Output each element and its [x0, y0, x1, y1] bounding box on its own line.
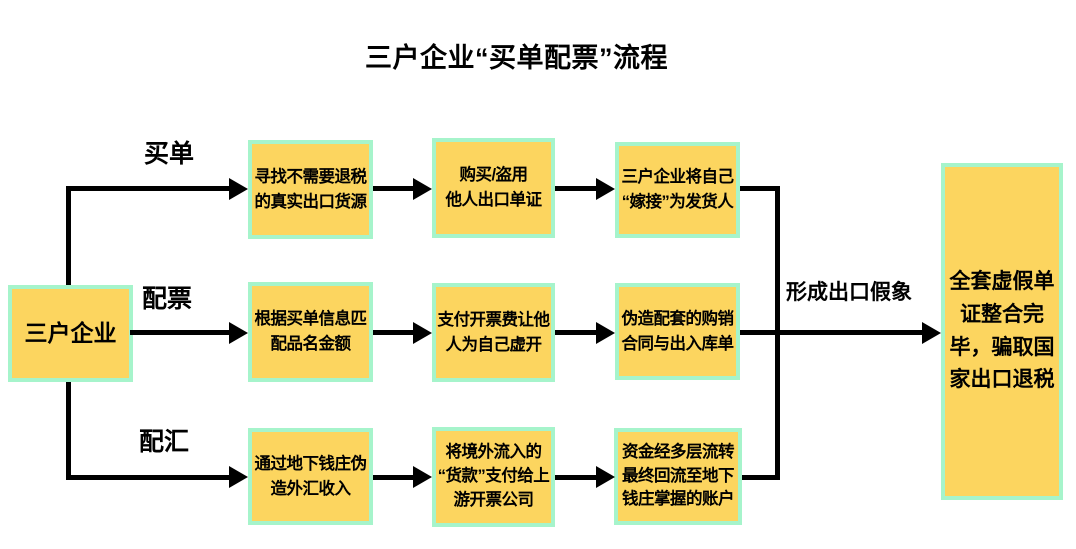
arrowhead-branch1-icon — [229, 178, 248, 200]
connector-branch1-horizontal — [66, 186, 229, 191]
arrowhead-branch3-icon — [229, 466, 248, 488]
step-box-row1-col1: 寻找不需要退税 的真实出口货源 — [248, 140, 373, 239]
connector-branch2-horizontal — [130, 330, 229, 335]
connector-row2-b — [555, 330, 596, 335]
connector-row2-a — [373, 330, 413, 335]
arrowhead-row3-b-icon — [596, 466, 615, 488]
diagram-title: 三户企业“买单配票”流程 — [365, 43, 668, 73]
step-box-row2-col2: 支付开票费让他 人为自己虚开 — [432, 283, 555, 382]
connector-row1-a — [373, 186, 413, 191]
arrowhead-row3-a-icon — [413, 466, 432, 488]
step-box-row3-col1: 通过地下钱庄伪 造外汇收入 — [248, 428, 373, 525]
connector-merge-bottom-horizontal — [742, 475, 780, 480]
arrowhead-row1-a-icon — [413, 178, 432, 200]
step-box-row2-col1: 根据买单信息匹 配品名金额 — [248, 282, 373, 382]
connector-main-horizontal — [740, 330, 922, 335]
arrowhead-row1-b-icon — [596, 178, 615, 200]
connector-row3-b — [555, 475, 596, 480]
step-box-row1-col2: 购买/盗用 他人出口单证 — [432, 138, 555, 238]
arrowhead-main-icon — [922, 322, 941, 344]
branch-3-label: 配汇 — [139, 428, 190, 456]
connector-branch3-vertical — [66, 382, 71, 479]
connector-merge-top-horizontal — [740, 186, 780, 191]
connector-branch1-vertical — [66, 188, 71, 285]
arrowhead-row2-b-icon — [596, 322, 615, 344]
connector-row3-a — [373, 475, 413, 480]
result-box: 全套虚假单 证整合完 毕，骗取国 家出口退税 — [941, 163, 1063, 500]
step-box-row3-col3: 资金经多层流转 最终回流至地下 钱庄掌握的账户 — [614, 428, 742, 525]
step-box-row1-col3: 三户企业将自己 “嫁接”为发货人 — [615, 142, 740, 238]
source-box: 三户企业 — [8, 285, 133, 382]
connector-branch3-horizontal — [66, 475, 229, 480]
branch-1-label: 买单 — [144, 140, 195, 168]
branch-2-label: 配票 — [142, 285, 193, 313]
step-box-row3-col2: 将境外流入的 “货款”支付给上 游开票公司 — [432, 427, 555, 527]
arrowhead-branch2-icon — [229, 322, 248, 344]
step-box-row2-col3: 伪造配套的购销 合同与出入库单 — [615, 283, 740, 380]
connector-row1-b — [555, 186, 596, 191]
arrowhead-row2-a-icon — [413, 322, 432, 344]
merge-label: 形成出口假象 — [786, 281, 912, 304]
